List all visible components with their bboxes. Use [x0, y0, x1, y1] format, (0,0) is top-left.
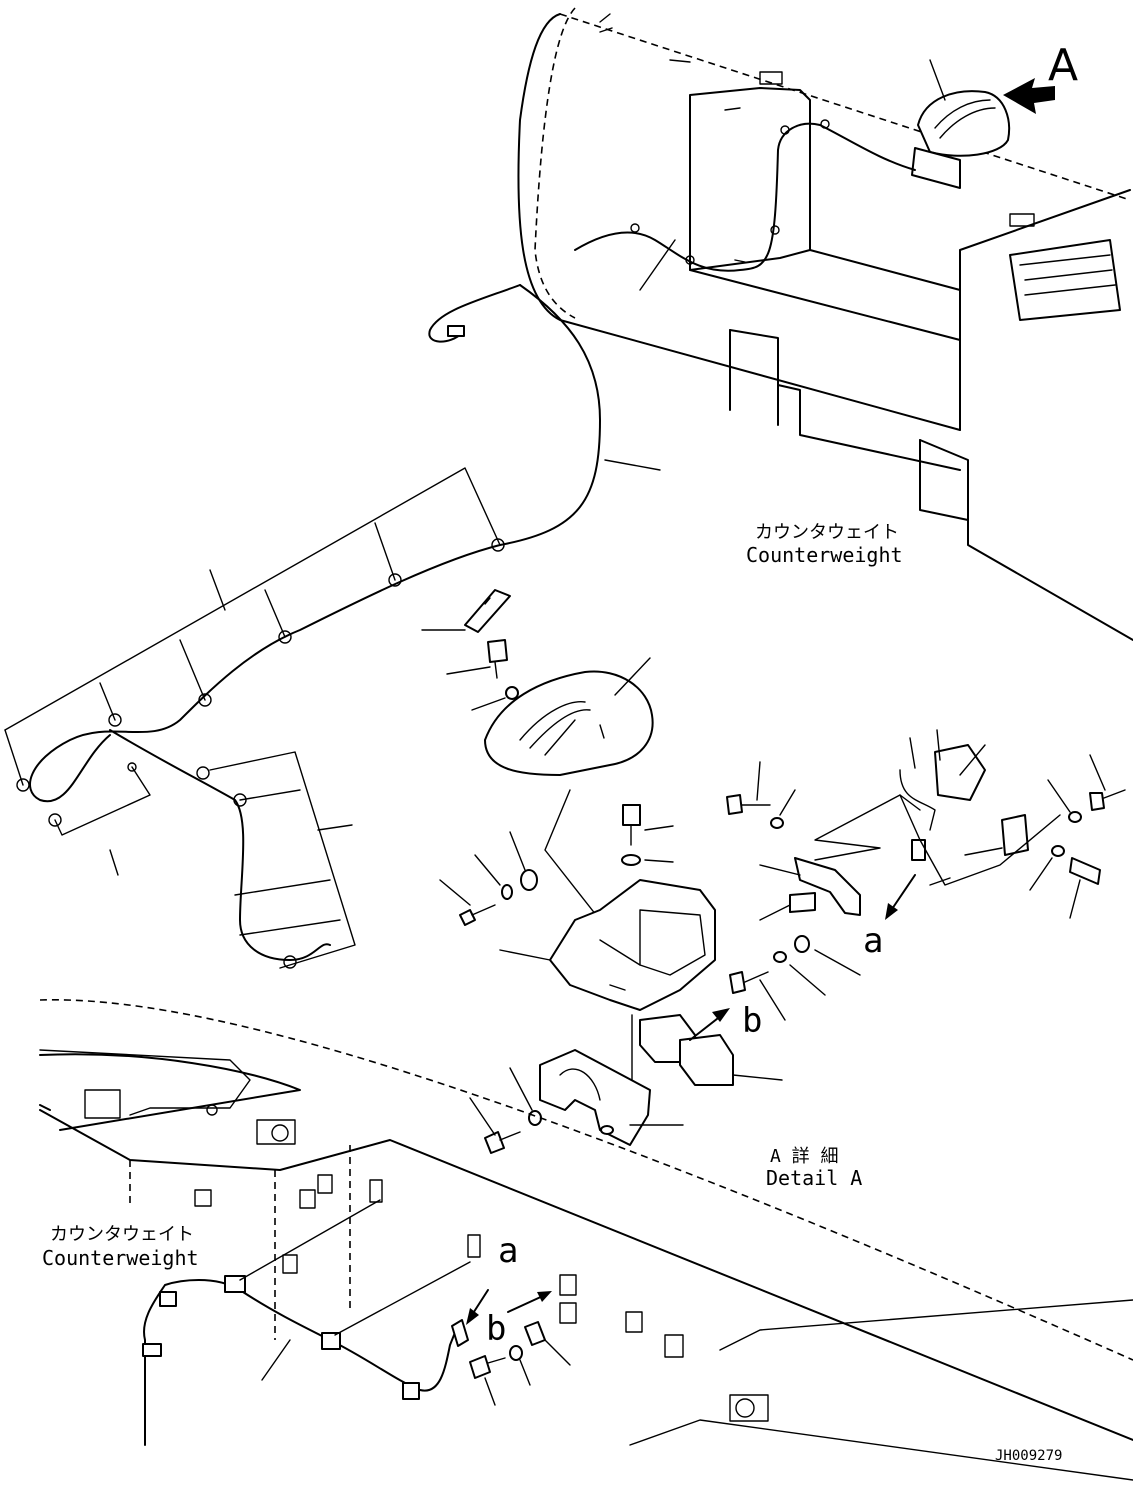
- view-a-arrow: A: [1003, 40, 1078, 114]
- detail-a-exploded-view: a b A 詳 細 Detail A: [421, 589, 1126, 1190]
- view-label-a: A: [1048, 40, 1078, 91]
- counterweight-bottom-label-en: Counterweight: [42, 1246, 199, 1270]
- counterweight-top-label-jp: カウンタウェイト: [755, 522, 899, 543]
- ref-a-lower: a: [498, 1231, 518, 1271]
- ref-b-lower: b: [486, 1309, 506, 1349]
- detail-a-title-en: Detail A: [766, 1166, 862, 1190]
- counterweight-bottom-label-jp: カウンタウェイト: [50, 1224, 194, 1245]
- counterweight-top-assembly: [517, 7, 1133, 641]
- counterweight-bottom-assembly: a b: [39, 998, 1133, 1481]
- counterweight-top-label-en: Counterweight: [746, 543, 903, 567]
- ref-a-detail: a: [863, 921, 883, 961]
- ref-b-detail: b: [742, 1001, 762, 1041]
- drawing-number: JH009279: [995, 1448, 1062, 1464]
- detail-a-title-jp: A 詳 細: [770, 1146, 839, 1167]
- main-wiring-harness: [4, 284, 661, 969]
